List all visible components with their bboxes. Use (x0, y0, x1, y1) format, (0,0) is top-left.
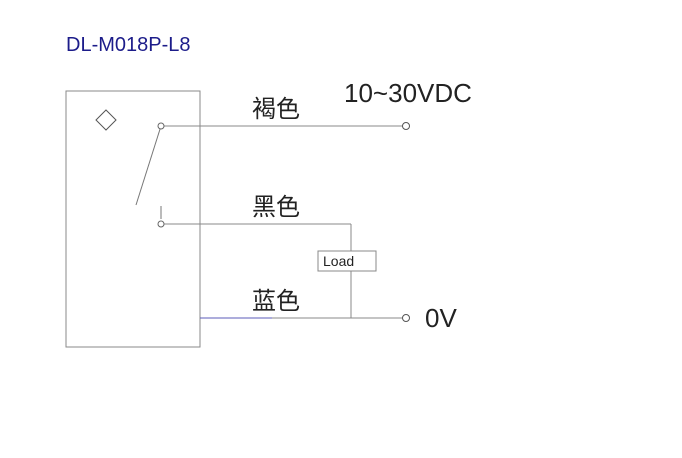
black-inner-terminal (157, 220, 165, 228)
sensor-body (65, 90, 201, 348)
model-title: DL-M018P-L8 (66, 34, 191, 56)
switch-blade (135, 125, 162, 206)
brown-wire-label: 褐色 (252, 95, 300, 123)
load-box (317, 250, 377, 272)
brown-outer-terminal (402, 122, 410, 130)
supply-voltage-label: 10~30VDC (344, 78, 472, 108)
blue-wire-label: 蓝色 (252, 287, 300, 315)
load-label: Load (323, 253, 354, 269)
ground-voltage-label: 0V (425, 303, 457, 333)
brown-inner-terminal (157, 122, 165, 130)
black-wire-label: 黑色 (252, 193, 300, 221)
diamond-sensor-icon (95, 109, 117, 131)
blue-outer-terminal (402, 314, 410, 322)
